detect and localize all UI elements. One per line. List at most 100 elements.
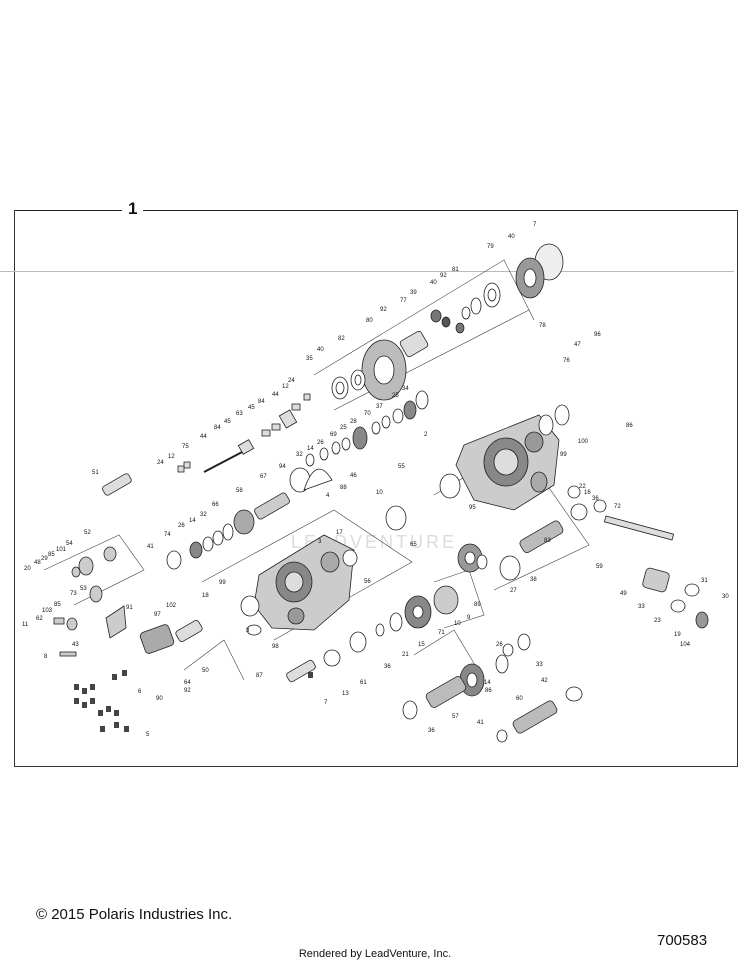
- callout-72: 72: [614, 504, 621, 510]
- callout-54: 54: [66, 541, 73, 547]
- callout-33: 33: [638, 604, 645, 610]
- callout-28: 28: [350, 419, 357, 425]
- callout-29: 29: [41, 556, 48, 562]
- copyright-text: © 2015 Polaris Industries Inc.: [36, 906, 233, 923]
- frame-top-rule: [14, 210, 737, 211]
- case-housing-right: [385, 404, 570, 531]
- callout-73: 73: [70, 591, 77, 597]
- callout-66: 66: [212, 502, 219, 508]
- callout-30: 30: [722, 594, 729, 600]
- callout-86: 86: [626, 423, 633, 429]
- assembly-number: 1: [122, 199, 144, 219]
- callout-48: 48: [34, 560, 41, 566]
- callout-14b: 14: [189, 518, 196, 524]
- callout-25b: 25: [340, 425, 347, 431]
- callout-78: 78: [539, 323, 546, 329]
- callout-64: 64: [184, 680, 191, 686]
- callout-16: 16: [584, 490, 591, 496]
- callout-81: 81: [452, 267, 459, 273]
- callout-62: 62: [36, 616, 43, 622]
- callout-57: 57: [452, 714, 459, 720]
- callout-97: 97: [154, 612, 161, 618]
- callout-61: 61: [360, 680, 367, 686]
- callout-47: 47: [574, 342, 581, 348]
- callout-33b: 33: [536, 662, 543, 668]
- rendered-by-credit: Rendered by LeadVenture, Inc.: [298, 948, 452, 960]
- shift-mechanism-left: [53, 546, 175, 657]
- callout-19: 19: [674, 632, 681, 638]
- callout-36c: 36: [428, 728, 435, 734]
- callout-34: 34: [402, 386, 409, 392]
- assembly-frame: [14, 210, 738, 767]
- callout-102: 102: [166, 603, 177, 609]
- callout-74: 74: [164, 532, 171, 538]
- callout-92: 92: [440, 273, 447, 279]
- callout-75: 75: [182, 444, 189, 450]
- callout-60: 60: [516, 696, 523, 702]
- exploded-parts-diagram: LEADVENTURE: [22, 222, 729, 743]
- callout-41: 41: [147, 544, 154, 550]
- callout-37: 37: [376, 404, 383, 410]
- callout-12b: 12: [168, 454, 175, 460]
- callout-88: 88: [340, 485, 347, 491]
- callout-12: 12: [282, 384, 289, 390]
- callout-10: 10: [376, 490, 383, 496]
- bolt-cluster: [74, 670, 313, 732]
- callout-99: 99: [560, 452, 567, 458]
- callout-22: 22: [579, 484, 586, 490]
- callout-69: 69: [330, 432, 337, 438]
- callout-56: 56: [364, 579, 371, 585]
- callout-45b: 45: [224, 419, 231, 425]
- callout-52: 52: [84, 530, 91, 536]
- callout-63: 63: [236, 411, 243, 417]
- callout-26c: 26: [496, 642, 503, 648]
- callout-83: 83: [544, 538, 551, 544]
- callout-84: 84: [258, 399, 265, 405]
- callout-40c: 40: [317, 347, 324, 353]
- callout-90: 90: [156, 696, 163, 702]
- callout-35: 35: [306, 356, 313, 362]
- callout-18: 18: [202, 593, 209, 599]
- callout-42: 42: [541, 678, 548, 684]
- callout-82: 82: [338, 336, 345, 342]
- callout-45: 45: [248, 405, 255, 411]
- callout-71: 71: [438, 630, 445, 636]
- callout-9: 9: [467, 615, 471, 621]
- callout-26: 26: [317, 440, 324, 446]
- callout-87: 87: [256, 673, 263, 679]
- upper-shaft-parts: [166, 243, 564, 570]
- callout-40b: 40: [430, 280, 437, 286]
- callout-77: 77: [400, 298, 407, 304]
- callout-21: 21: [402, 652, 409, 658]
- callout-99b: 99: [219, 580, 226, 586]
- callout-11: 11: [22, 622, 29, 628]
- callout-32b: 32: [200, 512, 207, 518]
- callout-24b: 24: [157, 460, 164, 466]
- callout-101: 101: [56, 547, 67, 553]
- callout-31: 31: [701, 578, 708, 584]
- callout-44: 44: [272, 392, 279, 398]
- page-divider-line: [0, 271, 734, 272]
- callout-85b: 85: [54, 602, 61, 608]
- callout-4: 4: [326, 493, 330, 499]
- callout-53: 53: [80, 586, 87, 592]
- callout-67: 67: [260, 474, 267, 480]
- callout-103: 103: [42, 608, 53, 614]
- callout-40: 40: [508, 234, 515, 240]
- callout-17: 17: [336, 530, 343, 536]
- callout-32: 32: [296, 452, 303, 458]
- callout-3: 3: [318, 539, 322, 545]
- callout-43: 43: [72, 642, 79, 648]
- callout-24: 24: [288, 378, 295, 384]
- callout-46: 46: [350, 473, 357, 479]
- callout-95: 95: [469, 505, 476, 511]
- callout-23: 23: [654, 618, 661, 624]
- callout-85: 85: [48, 552, 55, 558]
- callout-36b: 36: [384, 664, 391, 670]
- callout-65: 65: [410, 542, 417, 548]
- callout-labels: 7 40 79 81 92 40 39 77 80 92 78 82 40 35…: [22, 222, 729, 738]
- callout-5: 5: [146, 732, 150, 738]
- callout-91: 91: [126, 605, 133, 611]
- callout-8: 8: [44, 654, 48, 660]
- callout-41b: 41: [477, 720, 484, 726]
